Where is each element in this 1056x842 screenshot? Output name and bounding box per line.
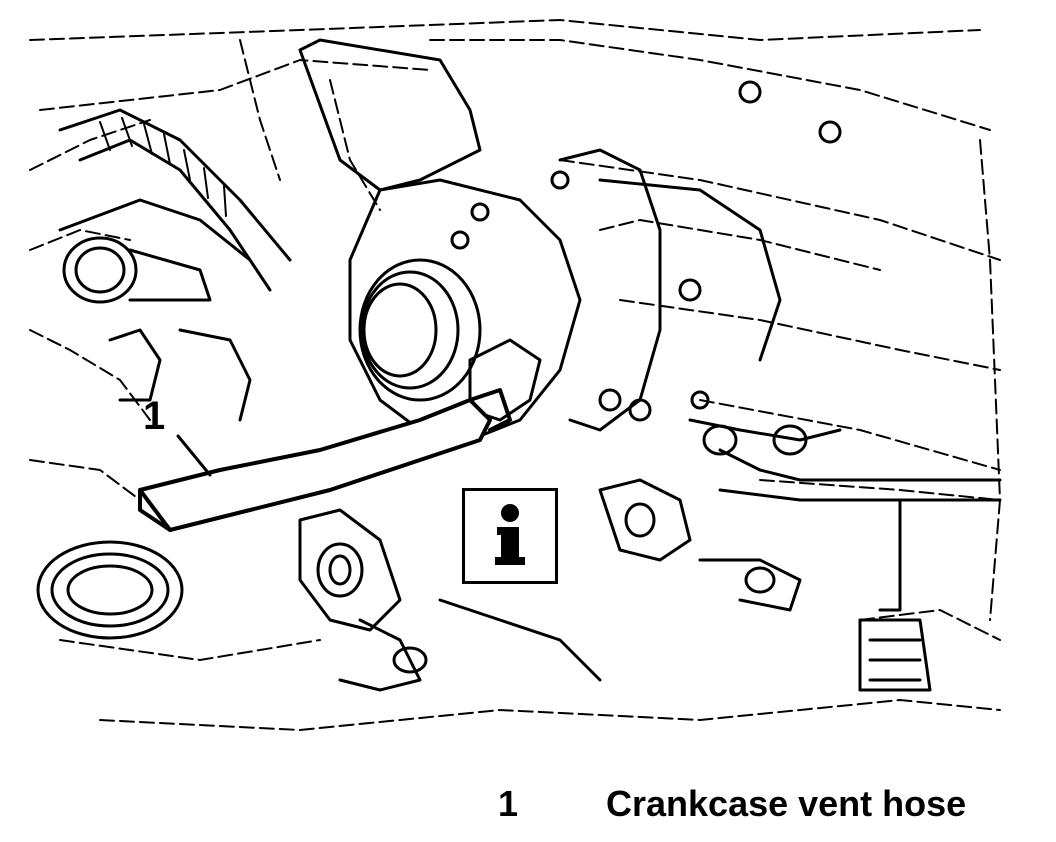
info-icon — [462, 488, 558, 584]
callout-leader-line — [176, 434, 212, 477]
legend-item-text: Crankcase vent hose — [606, 783, 967, 824]
crankcase-vent-hose — [138, 388, 512, 532]
callout-number-1: 1 — [143, 394, 166, 438]
engine-bay-illustration — [29, 19, 1002, 731]
engine-components — [36, 38, 1002, 692]
legend: 1 Crankcase vent hose — [0, 786, 1056, 830]
info-icon-glyph — [495, 504, 525, 565]
background-outlines — [29, 19, 1001, 731]
legend-item-number: 1 — [498, 783, 519, 824]
